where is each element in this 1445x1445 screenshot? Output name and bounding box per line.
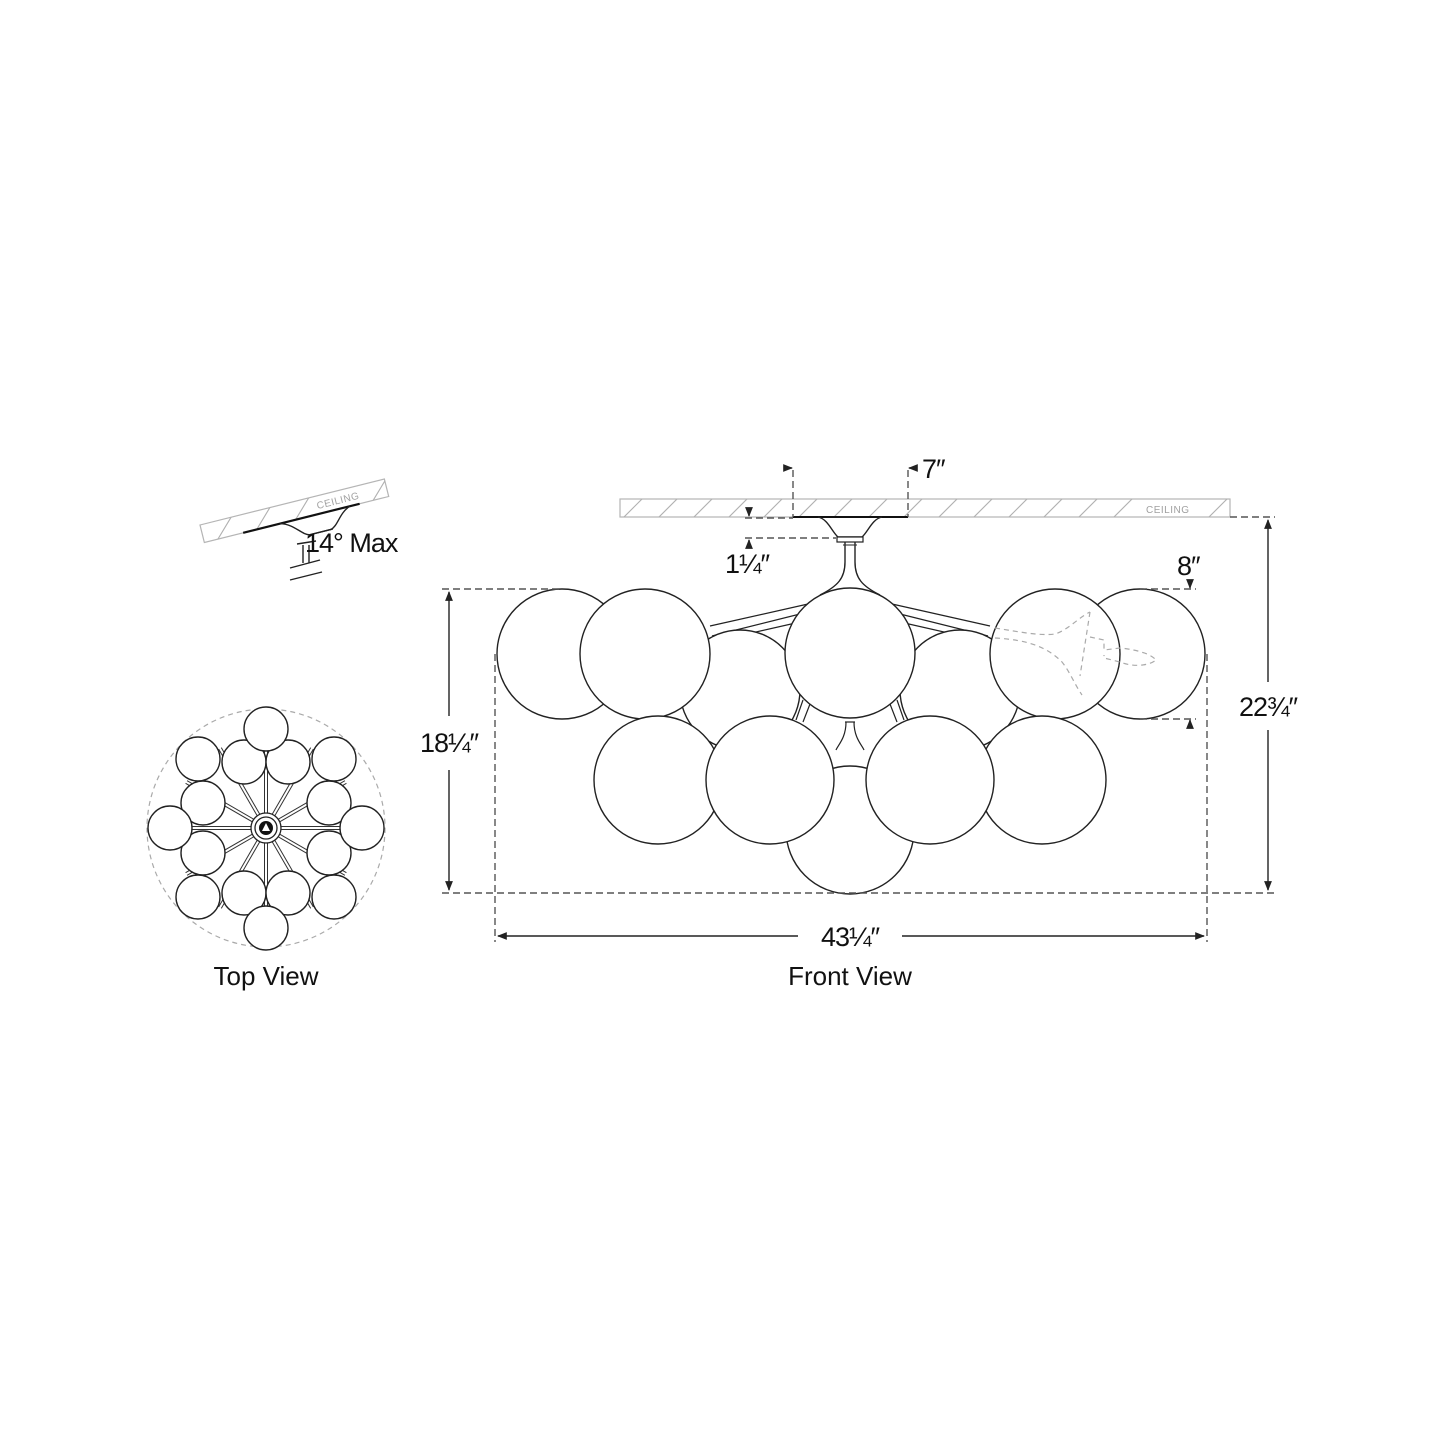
front-globes [496, 587, 1206, 895]
top-view: Top View [146, 706, 386, 991]
top-view-outer-globes [147, 706, 385, 951]
globe-mid-right [865, 715, 995, 845]
globe-top-right [989, 588, 1121, 720]
top-view-caption: Top View [213, 961, 318, 991]
dim-canopy-depth: 1¼″ [725, 507, 836, 579]
top-view-hub [250, 812, 282, 844]
canopy [793, 516, 908, 596]
tilt-angle-label: 14° Max [305, 528, 399, 558]
dim-overall-height-label: 22¾″ [1239, 692, 1299, 722]
front-view: CEILING [420, 454, 1300, 991]
dim-canopy-depth-label: 1¼″ [725, 549, 771, 579]
dim-canopy-width: 7″ [783, 454, 947, 517]
tilt-stem [289, 540, 323, 581]
dim-body-height-label: 18¼″ [420, 728, 480, 758]
front-view-caption: Front View [788, 961, 912, 991]
dim-canopy-width-label: 7″ [922, 454, 946, 484]
dim-globe-diameter: 8″ [1140, 551, 1202, 729]
socket-hidden-detail [994, 611, 1157, 696]
globe-mid-left [705, 715, 835, 845]
globe-mid-far-left [593, 715, 723, 845]
dim-overall-width-label: 43¼″ [821, 922, 881, 952]
globe-mid-far-right [977, 715, 1107, 845]
dim-overall-height: 22¾″ [1230, 516, 1299, 891]
tilt-detail: CEILING 14° Max [199, 478, 400, 581]
globe-top-center [784, 587, 916, 719]
dim-body-height: 18¼″ [420, 588, 1275, 894]
top-view-inner-globes [180, 739, 352, 916]
ceiling-band: CEILING [619, 498, 1231, 518]
dim-globe-diameter-label: 8″ [1177, 551, 1201, 581]
dim-overall-width: 43¼″ [494, 654, 1208, 952]
front-ceiling-label: CEILING [1146, 505, 1190, 516]
globe-top-left [579, 588, 711, 720]
tilt-ceiling-surface [242, 502, 360, 534]
